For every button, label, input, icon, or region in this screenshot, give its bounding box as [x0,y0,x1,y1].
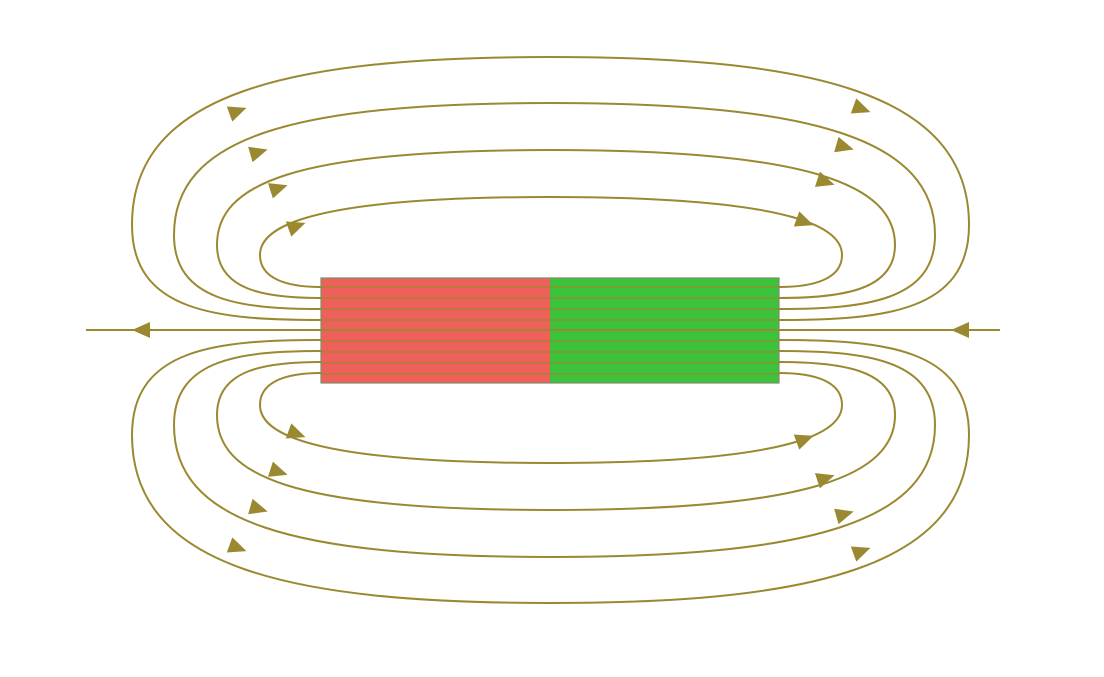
upper-field-loop-3 [172,101,937,310]
upper-right-arrow-1 [793,211,814,227]
upper-right-arrow-4 [850,98,871,114]
axis-arrow-left [132,322,150,338]
lower-field-loop-2 [215,361,897,512]
magnet-internal-field-lines [321,286,779,375]
lower-field-loop-1 [258,372,844,465]
upper-field-loop-2 [215,148,897,299]
lower-left-arrow-1 [285,423,306,439]
upper-left-arrow-2 [267,183,288,199]
lower-right-arrow-2 [814,473,835,489]
lower-right-arrow-4 [850,546,871,562]
lower-left-arrow-2 [267,461,288,477]
axis-arrow-right [951,322,969,338]
lower-left-arrow-3 [248,498,268,515]
upper-right-arrow-3 [834,136,854,153]
upper-field-loop-1 [258,195,844,288]
lower-left-arrow-4 [226,537,247,553]
lower-right-arrow-1 [793,434,814,450]
field-lines [86,55,1000,605]
upper-left-arrow-1 [285,221,306,237]
upper-left-arrow-3 [248,146,268,163]
upper-field-loop-4 [130,55,971,321]
lower-field-loop-3 [172,350,937,559]
upper-left-arrow-4 [226,106,247,122]
upper-right-arrow-2 [814,171,835,187]
field-direction-arrows [132,98,969,562]
lower-right-arrow-3 [834,508,854,525]
lower-field-loop-4 [130,339,971,605]
